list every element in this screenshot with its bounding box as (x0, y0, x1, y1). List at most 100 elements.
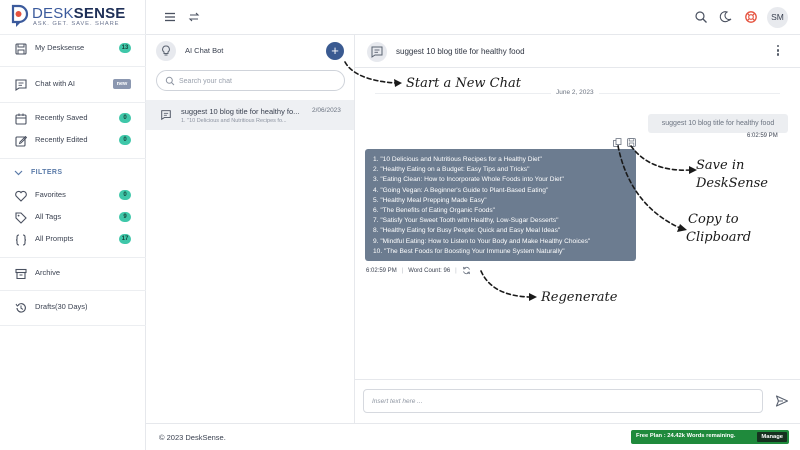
chat-icon (161, 110, 171, 121)
sidebar-item-label: Recently Edited (35, 135, 88, 144)
count-badge: 9 (119, 212, 131, 222)
conversation-pane: suggest 10 blog title for healthy food J… (355, 35, 800, 423)
chat-search[interactable] (156, 70, 345, 91)
search-icon (165, 76, 175, 86)
sidebar-item-recently-edited[interactable]: Recently Edited 0 (0, 131, 146, 151)
chat-list-title: AI Chat Bot (185, 46, 224, 55)
plan-status-bar: Free Plan : 24.42k Words remaining. Mana… (631, 430, 789, 444)
date-separator-label: June 2, 2023 (551, 89, 599, 96)
divider (0, 66, 146, 67)
chat-icon (15, 79, 27, 92)
conversation-avatar (367, 42, 387, 62)
calendar-icon (15, 113, 27, 125)
heart-icon (15, 190, 27, 202)
search-icon[interactable] (694, 10, 708, 24)
filters-heading[interactable]: FILTERS (14, 169, 62, 176)
user-message-time: 6:02:59 PM (747, 133, 778, 139)
bot-line: 4. "Going Vegan: A Beginner's Guide to P… (373, 186, 549, 194)
regenerate-icon[interactable] (462, 266, 471, 275)
annotation-copy-line1: Copy to (688, 212, 739, 227)
bot-message-bubble: 1. "10 Delicious and Nutritious Recipes … (365, 149, 636, 261)
divider (0, 102, 146, 103)
conversation-title: suggest 10 blog title for healthy food (396, 47, 525, 56)
top-bar: SM (146, 0, 800, 35)
edit-icon (15, 135, 28, 147)
chat-item-date: 2/06/2023 (312, 107, 341, 114)
count-badge: 17 (119, 234, 131, 244)
footer: © 2023 DeskSense. Free Plan : 24.42k Wor… (146, 423, 800, 450)
annotation-start-new-chat: Start a New Chat (406, 76, 521, 91)
new-chat-button[interactable]: + (326, 42, 344, 60)
chevron-down-icon (14, 170, 23, 175)
count-badge: 13 (119, 43, 131, 53)
chat-search-input[interactable] (179, 74, 339, 88)
more-options-icon[interactable] (776, 45, 780, 59)
sidebar-item-all-tags[interactable]: All Tags 9 (0, 208, 146, 228)
annotation-save-line2: DeskSense (696, 176, 769, 191)
annotation-regenerate: Regenerate (541, 290, 618, 305)
bot-line: 10. "The Best Foods for Boosting Your Im… (373, 247, 565, 255)
sidebar-item-label: Favorites (35, 190, 66, 199)
divider (0, 257, 146, 258)
divider (0, 34, 146, 35)
user-message-bubble: suggest 10 blog title for healthy food (648, 114, 788, 133)
desksense-logo-icon (11, 4, 29, 27)
user-avatar[interactable]: SM (767, 7, 788, 28)
sidebar-item-favorites[interactable]: Favorites 0 (0, 186, 146, 206)
bot-line: 9. "Mindful Eating: How to Listen to You… (373, 237, 591, 245)
sidebar-item-drafts[interactable]: Drafts(30 Days) (0, 298, 146, 318)
divider (0, 325, 146, 326)
chat-icon (371, 46, 383, 58)
save-disk-icon (15, 43, 27, 55)
archive-icon (15, 268, 27, 280)
bot-line: 1. "10 Delicious and Nutritious Recipes … (373, 156, 542, 163)
message-input[interactable] (363, 389, 763, 413)
copy-clipboard-icon[interactable] (613, 138, 622, 147)
save-desksense-icon[interactable] (627, 138, 636, 147)
chat-item-snippet: 1. "10 Delicious and Nutritious Recipes … (181, 118, 287, 124)
word-count: Word Count: 96 (408, 267, 451, 274)
swap-arrows-icon[interactable] (187, 10, 201, 24)
count-badge: 0 (119, 113, 131, 123)
sidebar-item-my-desksense[interactable]: My Desksense 13 (0, 39, 146, 59)
brand-logo[interactable]: DESKSENSE ASK. GET. SAVE. SHARE (10, 4, 140, 30)
bot-message-time: 6:02:59 PM (366, 267, 397, 274)
sidebar: DESKSENSE ASK. GET. SAVE. SHARE My Desks… (0, 0, 146, 450)
brand-name: DESKSENSE (32, 5, 126, 22)
bot-line: 5. "Healthy Meal Prepping Made Easy" (373, 196, 487, 204)
annotation-copy-line2: Clipboard (686, 230, 752, 245)
copyright-text: © 2023 DeskSense. (159, 433, 226, 442)
sidebar-item-recently-saved[interactable]: Recently Saved 0 (0, 109, 146, 129)
sidebar-item-archive[interactable]: Archive (0, 264, 146, 284)
meta-separator: | (455, 267, 457, 274)
sidebar-item-label: My Desksense (35, 43, 85, 52)
lightbulb-icon (162, 45, 170, 56)
tag-icon (15, 212, 27, 224)
bot-line: 3. "Eating Clean: How to Incorporate Who… (373, 176, 564, 184)
send-icon[interactable] (775, 394, 789, 408)
curly-braces-icon (15, 234, 27, 246)
brand-tagline: ASK. GET. SAVE. SHARE (33, 21, 120, 27)
moon-dark-mode-icon[interactable] (719, 10, 733, 24)
chat-bot-avatar (156, 41, 176, 61)
sidebar-item-label: All Prompts (35, 234, 74, 243)
bot-line: 7. "Satisfy Your Sweet Tooth with Health… (373, 217, 559, 225)
sidebar-item-label: Drafts(30 Days) (35, 302, 88, 311)
history-icon (15, 303, 26, 313)
lifebuoy-support-icon[interactable] (744, 10, 758, 24)
manage-plan-button[interactable]: Manage (757, 432, 787, 442)
plan-text: Free Plan : 24.42k Words remaining. (636, 433, 736, 439)
sidebar-item-chat-with-ai[interactable]: Chat with AI new (0, 75, 146, 95)
hamburger-menu-icon[interactable] (163, 10, 177, 24)
chat-list-pane: AI Chat Bot + suggest 10 blog title for … (146, 35, 355, 423)
divider (0, 290, 146, 291)
sidebar-item-label: All Tags (35, 212, 62, 221)
plus-icon: + (331, 43, 339, 58)
meta-separator: | (401, 267, 404, 274)
sidebar-item-label: Chat with AI (35, 79, 76, 88)
count-badge: 0 (119, 135, 131, 145)
chat-list-item[interactable]: suggest 10 blog title for healthy fo... … (146, 100, 354, 130)
conversation-header: suggest 10 blog title for healthy food (355, 35, 800, 68)
sidebar-item-all-prompts[interactable]: All Prompts 17 (0, 230, 146, 250)
bot-line: 8. "Healthy Eating for Busy People: Quic… (373, 227, 561, 235)
